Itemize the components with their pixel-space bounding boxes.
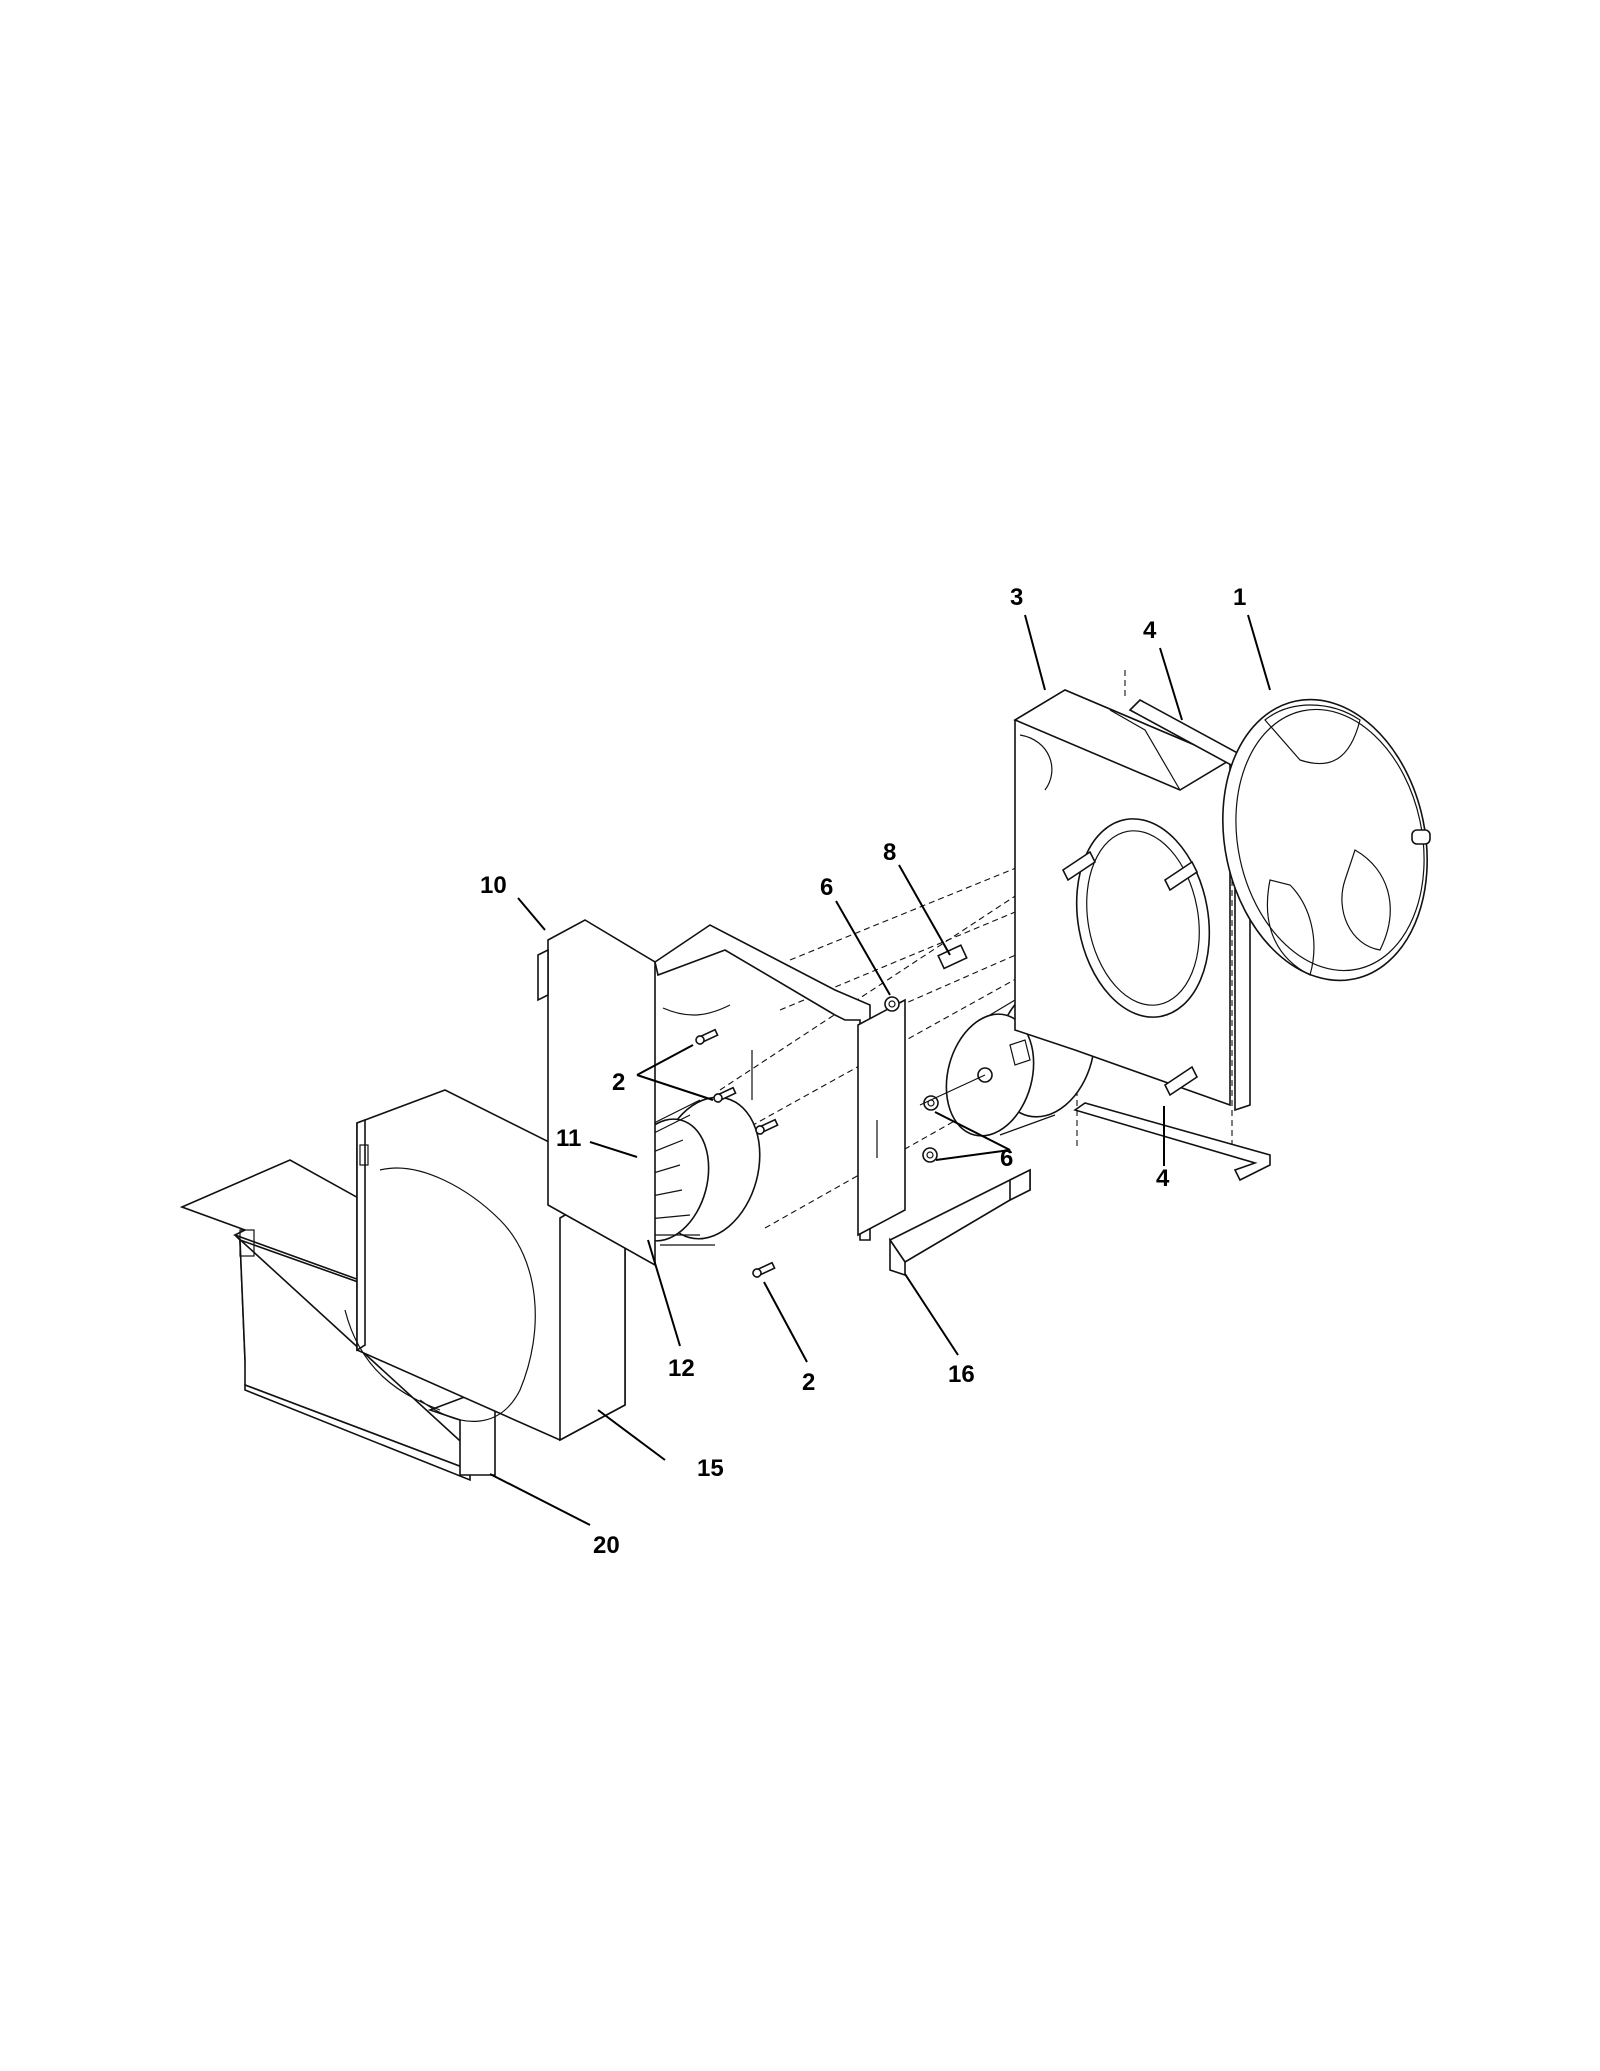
callout-16: 16 [948,1361,975,1388]
callout-4-top: 4 [1143,617,1157,644]
part-6-nuts [884,996,939,1163]
part-2-screws [695,1028,779,1278]
part-1-fan-blade [1222,698,1431,982]
leader-lines [489,614,1271,1526]
callout-8: 8 [883,839,896,866]
callout-labels: 1 3 4 8 10 6 2 11 6 4 12 2 16 15 20 [480,584,1246,1559]
callout-15: 15 [697,1455,724,1482]
callout-20: 20 [593,1532,620,1559]
callout-11: 11 [556,1125,581,1152]
callout-10: 10 [480,872,507,899]
part-16-bracket [888,1168,1031,1277]
part-10-bulkhead [537,919,906,1267]
callout-12: 12 [668,1355,695,1382]
callout-2-pair: 2 [612,1069,625,1096]
callout-6-pair: 6 [1000,1145,1013,1172]
callout-3: 3 [1010,584,1023,611]
callout-2-single: 2 [802,1369,815,1396]
callout-4-bottom: 4 [1156,1165,1170,1192]
callout-1: 1 [1233,584,1246,611]
callout-6-top: 6 [820,874,833,901]
